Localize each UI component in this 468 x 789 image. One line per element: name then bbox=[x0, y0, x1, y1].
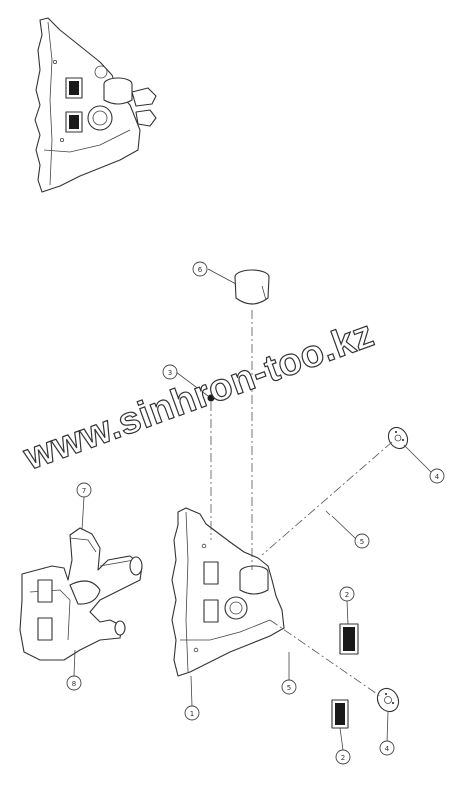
assembly-center-lines bbox=[210, 310, 393, 697]
svg-text:6: 6 bbox=[198, 266, 203, 274]
callout-3: 3 bbox=[162, 364, 178, 380]
callout-5-lower: 5 bbox=[281, 679, 297, 695]
callout-1: 1 bbox=[184, 705, 200, 721]
part-2-pad-lower bbox=[331, 699, 349, 729]
svg-text:1: 1 bbox=[190, 710, 194, 718]
part-6-cap bbox=[234, 269, 270, 305]
part-2-pad-upper bbox=[339, 623, 359, 655]
callout-4-upper: 4 bbox=[429, 468, 445, 484]
part-1-main-bracket bbox=[171, 507, 285, 677]
svg-text:7: 7 bbox=[82, 487, 86, 495]
part-3-bushing bbox=[207, 394, 215, 402]
svg-text:4: 4 bbox=[385, 745, 390, 753]
callout-2-lower: 2 bbox=[335, 749, 351, 765]
part-4-bearing-lower bbox=[376, 687, 400, 713]
svg-text:2: 2 bbox=[345, 591, 349, 599]
svg-text:2: 2 bbox=[341, 754, 345, 762]
watermark: www.sinhron-too.kz bbox=[18, 313, 380, 479]
svg-text:5: 5 bbox=[287, 684, 291, 692]
callout-6: 6 bbox=[192, 261, 208, 277]
callout-5-upper: 5 bbox=[354, 533, 370, 549]
svg-text:8: 8 bbox=[72, 680, 76, 688]
leader-lines bbox=[73, 268, 433, 751]
svg-text:3: 3 bbox=[168, 369, 172, 377]
callout-8: 8 bbox=[66, 675, 82, 691]
part-7-8-lever-arm bbox=[19, 527, 143, 661]
svg-text:4: 4 bbox=[435, 473, 440, 481]
callout-7: 7 bbox=[76, 482, 92, 498]
assembled-bracket-view bbox=[34, 17, 157, 193]
callout-4-lower: 4 bbox=[379, 740, 395, 756]
callout-2-upper: 2 bbox=[339, 586, 355, 602]
part-4-bearing-upper bbox=[387, 426, 409, 450]
svg-text:5: 5 bbox=[360, 538, 364, 546]
part-5-pin-upper bbox=[325, 510, 331, 516]
